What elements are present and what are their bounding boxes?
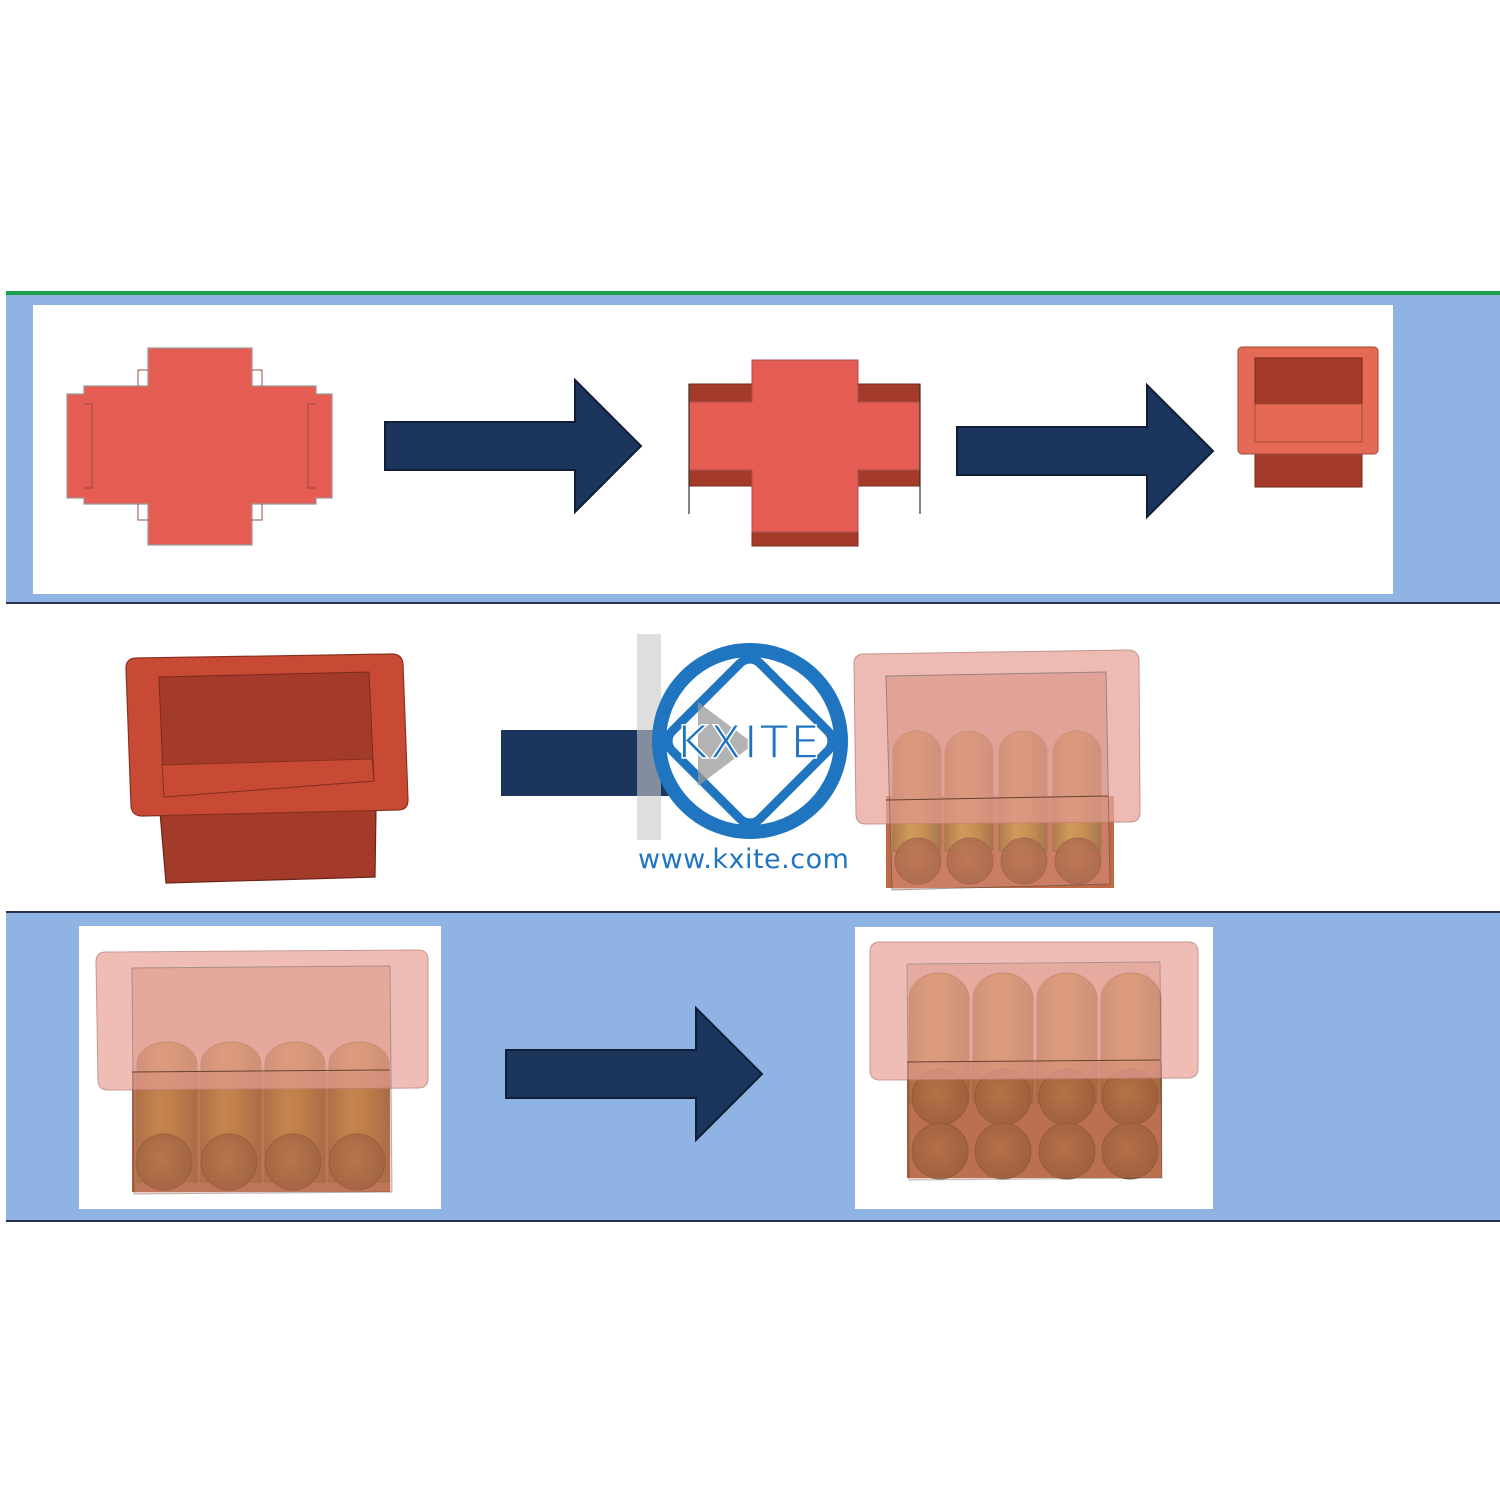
- formed-tray-large: [125, 653, 409, 884]
- watermark-url: www.kxite.com: [638, 844, 850, 875]
- band-bottom-line: [6, 1220, 1500, 1222]
- formed-tray-small: [1237, 346, 1379, 488]
- tray-in-sleeve-row-2: [853, 649, 1141, 891]
- one-layer-tubes: [95, 949, 429, 1195]
- band-top-line: [6, 911, 1500, 913]
- band-bottom-line: [6, 602, 1500, 604]
- band-top-line: [6, 291, 1500, 295]
- kxite-logo: [637, 634, 848, 840]
- flat-blank: [66, 347, 333, 546]
- logo-text: KXITE: [678, 716, 823, 769]
- two-layer-tubes: [869, 941, 1199, 1181]
- folded-blank: [688, 359, 921, 547]
